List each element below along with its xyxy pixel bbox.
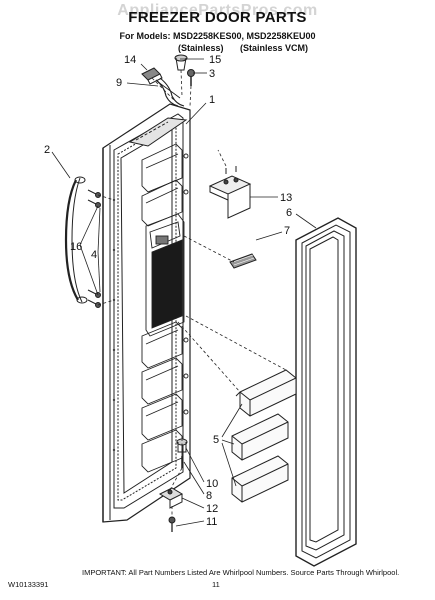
callout-16: 16 (70, 241, 82, 253)
door-liner-bins (141, 143, 189, 473)
assembly-guide-lines (97, 69, 287, 518)
variant-label-stainless: (Stainless) (178, 43, 224, 53)
callout-numbers: 15 3 14 9 1 2 16 4 13 6 7 5 10 8 12 11 (44, 54, 292, 528)
document-code: W10133391 (8, 580, 49, 589)
callout-13: 13 (280, 192, 292, 204)
door-bins (231, 369, 297, 503)
footer-note: IMPORTANT: All Part Numbers Listed Are W… (82, 568, 400, 577)
callout-15: 15 (209, 54, 221, 66)
callout-12: 12 (206, 503, 218, 515)
callout-14: 14 (124, 54, 136, 66)
page-title: FREEZER DOOR PARTS (128, 9, 307, 26)
page-number: 11 (212, 580, 220, 589)
callout-7: 7 (284, 225, 290, 237)
variant-label-stainless-vcm: (Stainless VCM) (240, 43, 309, 53)
callout-8: 8 (206, 490, 212, 502)
callout-11: 11 (206, 516, 217, 528)
callout-10: 10 (206, 478, 218, 490)
leader-lines (51, 58, 317, 527)
callout-3: 3 (209, 68, 215, 80)
wire-harness-and-hardware (141, 54, 195, 107)
dispenser-bracket (208, 166, 252, 219)
callout-4: 4 (91, 249, 97, 261)
door-handle (64, 176, 101, 308)
callout-2: 2 (44, 144, 50, 156)
watermark: AppliancePartsPros.com (117, 2, 318, 19)
callout-9: 9 (116, 77, 122, 89)
callout-1: 1 (209, 94, 215, 106)
callout-6: 6 (286, 207, 292, 219)
door-assembly (102, 103, 191, 523)
insulation-pad (229, 253, 257, 269)
callout-5: 5 (213, 434, 219, 446)
lower-hinge-parts (158, 438, 188, 532)
model-list: For Models: MSD2258KES00, MSD2258KEU00 (119, 31, 316, 41)
door-gasket (295, 217, 357, 567)
